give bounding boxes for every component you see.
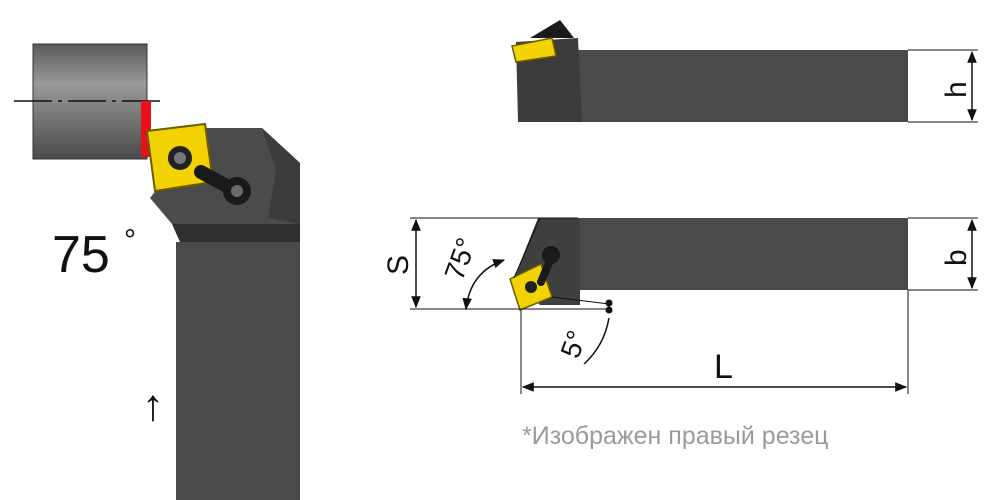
approach-angle-arc — [462, 259, 506, 311]
clearance-point-b — [605, 306, 613, 314]
tool-shank — [176, 242, 300, 500]
side-view: h — [511, 20, 978, 123]
clearance-point-a — [605, 299, 613, 307]
top-clamp-screw — [542, 246, 560, 264]
top-view: b S 75° 5° L — [382, 217, 978, 394]
clearance-ref-line — [551, 296, 610, 305]
side-insert — [511, 37, 557, 63]
side-head-top — [530, 20, 574, 38]
right-hand-tool-note: *Изображен правый резец — [522, 422, 828, 450]
s-label: S — [382, 255, 415, 275]
approach-angle-label: 75 — [52, 226, 110, 284]
clearance-angle-label: 5° — [555, 326, 593, 362]
tool-head-face — [262, 128, 300, 224]
top-shank — [578, 218, 908, 290]
side-shank — [578, 50, 908, 122]
top-insert-screw — [525, 281, 537, 293]
cut-zone — [141, 101, 151, 157]
degree-symbol: ° — [124, 224, 136, 257]
approach-angle-ref — [513, 217, 541, 279]
tool-head-lower — [172, 224, 300, 242]
l-label: L — [714, 348, 733, 386]
clamp-screw-head — [231, 185, 243, 197]
insert-screw-head — [174, 152, 186, 164]
h-label: h — [940, 81, 973, 98]
clearance-angle-arc — [583, 317, 610, 365]
approach-angle-dim-label: 75° — [439, 234, 483, 284]
feed-direction-arrow: ↑ — [142, 381, 164, 430]
b-label: b — [940, 249, 973, 266]
left-view: 75 ° ↑ — [14, 43, 300, 500]
